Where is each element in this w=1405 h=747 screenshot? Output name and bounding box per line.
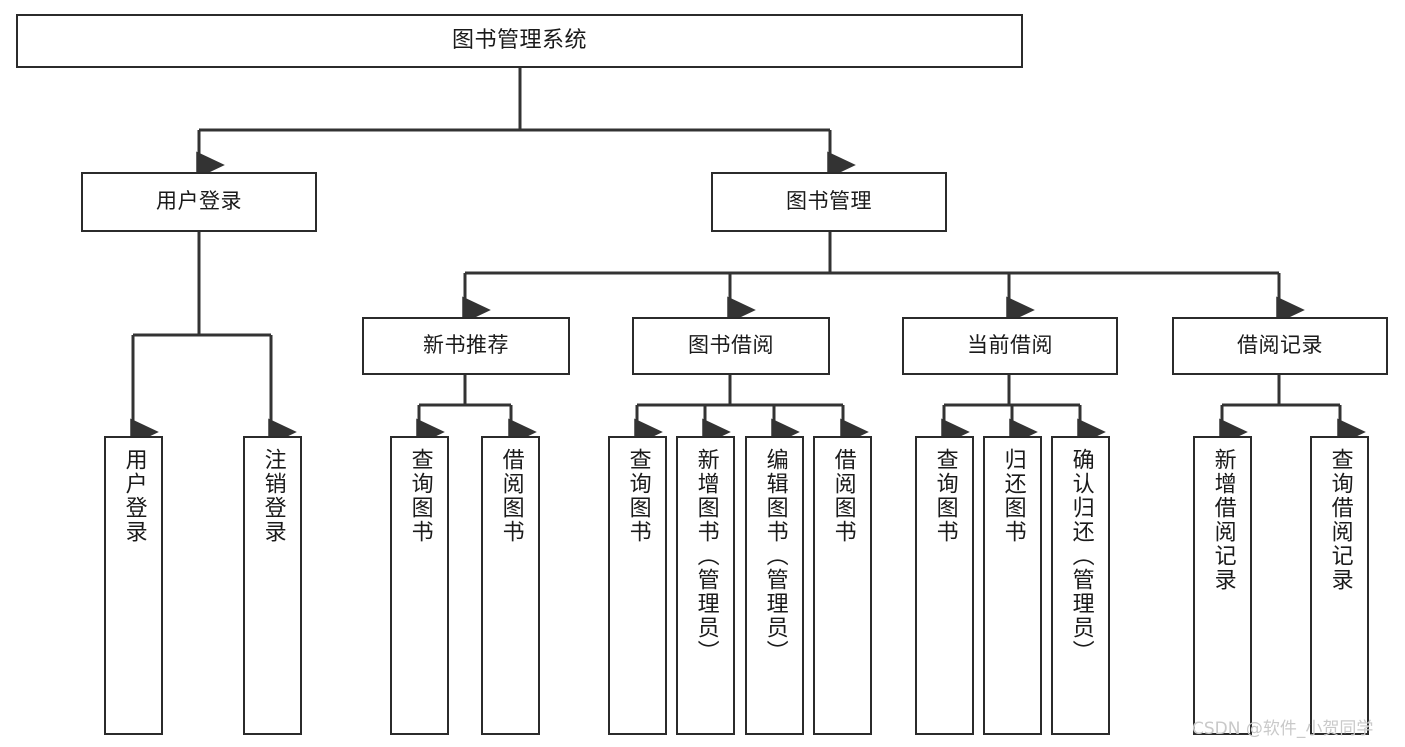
node-label: 归还图书 [1000,448,1026,544]
node-label: 确认归还（管理员） [1068,448,1094,664]
leaf-borrow-book[interactable]: 借阅图书 [813,436,872,735]
node-label: 借阅记录 [1237,333,1323,358]
node-label: 图书管理系统 [451,27,587,53]
leaf-logout-login[interactable]: 注销登录 [243,436,302,735]
node-new-book-recommend[interactable]: 新书推荐 [362,317,570,375]
node-root-book-management-system[interactable]: 图书管理系统 [16,14,1023,68]
leaf-query-book-current[interactable]: 查询图书 [915,436,974,735]
leaf-return-book[interactable]: 归还图书 [983,436,1042,735]
leaf-add-borrow-record[interactable]: 新增借阅记录 [1193,436,1252,735]
node-label: 当前借阅 [967,333,1053,358]
node-label: 用户登录 [156,189,242,214]
node-label: 借阅图书 [830,448,856,544]
leaf-add-book-admin[interactable]: 新增图书（管理员） [676,436,735,735]
leaf-confirm-return-admin[interactable]: 确认归还（管理员） [1051,436,1110,735]
leaf-query-book-borrow[interactable]: 查询图书 [608,436,667,735]
csdn-watermark: CSDN @软件_小贺同学 [1192,719,1374,739]
leaf-query-book-recommend[interactable]: 查询图书 [390,436,449,735]
node-book-management[interactable]: 图书管理 [711,172,947,232]
leaf-borrow-book-recommend[interactable]: 借阅图书 [481,436,540,735]
node-borrow-record[interactable]: 借阅记录 [1172,317,1388,375]
leaf-edit-book-admin[interactable]: 编辑图书（管理员） [745,436,804,735]
node-label: 查询图书 [932,448,958,544]
node-label: 查询借阅记录 [1327,448,1353,592]
node-label: 用户登录 [121,448,147,544]
node-label: 借阅图书 [498,448,524,544]
node-label: 新增借阅记录 [1210,448,1236,592]
node-book-borrow[interactable]: 图书借阅 [632,317,830,375]
node-label: 查询图书 [625,448,651,544]
leaf-query-borrow-record[interactable]: 查询借阅记录 [1310,436,1369,735]
node-label: 注销登录 [260,448,286,544]
node-user-login[interactable]: 用户登录 [81,172,317,232]
node-label: 查询图书 [407,448,433,544]
node-label: 新书推荐 [423,333,509,358]
node-label: 新增图书（管理员） [693,448,719,664]
leaf-user-login[interactable]: 用户登录 [104,436,163,735]
node-current-borrow[interactable]: 当前借阅 [902,317,1118,375]
node-label: 图书管理 [786,189,872,214]
node-label: 图书借阅 [688,333,774,358]
node-label: 编辑图书（管理员） [762,448,788,664]
